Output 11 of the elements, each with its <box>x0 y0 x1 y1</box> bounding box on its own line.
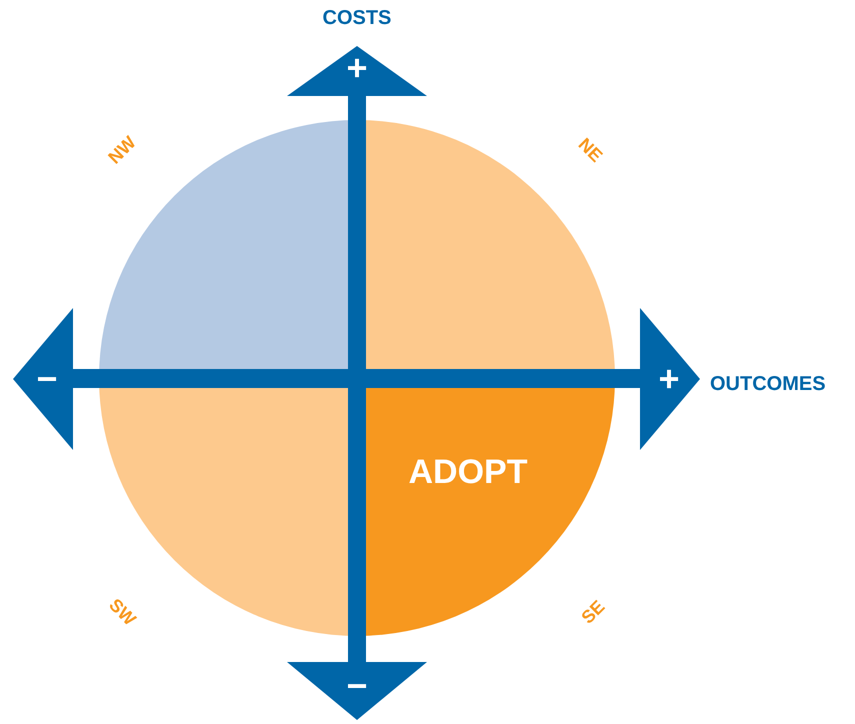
minus-sign: − <box>346 668 368 704</box>
minus-sign: − <box>36 361 58 397</box>
direction-label: NW <box>105 133 139 167</box>
plus-sign: + <box>346 50 368 86</box>
direction-label: NE <box>574 134 606 166</box>
plus-sign: + <box>658 361 680 397</box>
axis-title: OUTCOMES <box>710 374 826 394</box>
direction-label: SW <box>105 595 139 629</box>
axis-title: COSTS <box>322 8 392 28</box>
quadrant-label: ADOPT <box>408 455 528 489</box>
direction-label: SE <box>578 597 608 627</box>
